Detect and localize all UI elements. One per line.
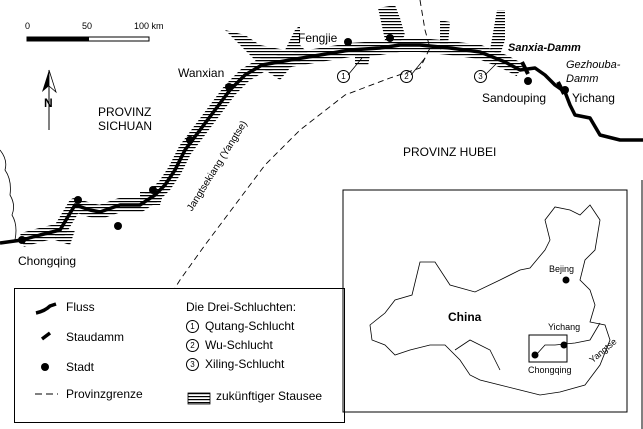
city-dot bbox=[386, 34, 394, 42]
province-sichuan-label: PROVINZ bbox=[98, 105, 152, 119]
north-arrow-icon bbox=[42, 69, 57, 130]
city-dot bbox=[149, 186, 157, 194]
city-dot bbox=[114, 222, 122, 230]
legend-gorge-1: 1 Qutang-Schlucht bbox=[186, 319, 295, 334]
legend-box bbox=[14, 288, 345, 423]
gorge-marker-3: 3 bbox=[474, 70, 487, 83]
gorge-marker-1: 1 bbox=[337, 70, 350, 83]
city-dot-wanxian bbox=[225, 83, 233, 91]
legend-reservoir-icon bbox=[187, 392, 211, 405]
province-hubei-label: PROVINZ HUBEI bbox=[403, 145, 497, 159]
legend-provinzgrenze: Provinzgrenze bbox=[66, 387, 143, 401]
sanxia-dam-label: Sanxia-Damm bbox=[508, 42, 581, 54]
legend-city-icon bbox=[41, 363, 49, 371]
city-label-sandouping: Sandouping bbox=[482, 91, 547, 105]
gorge-name: Qutang-Schlucht bbox=[205, 319, 295, 333]
china-outline bbox=[369, 204, 611, 396]
scale-bar bbox=[26, 36, 150, 42]
gezhouba-dam-label: Gezhouba- bbox=[566, 59, 621, 71]
city-dot-yichang bbox=[561, 86, 569, 94]
sanxia-dam-icon bbox=[520, 61, 530, 75]
city-label-fengjie: Fengjie bbox=[298, 31, 338, 45]
gorge-number: 3 bbox=[186, 358, 199, 372]
western-border bbox=[0, 149, 17, 241]
gorge-name: Wu-Schlucht bbox=[205, 338, 273, 352]
city-dot-sandouping bbox=[524, 77, 532, 85]
scale-label-50: 50 bbox=[82, 21, 93, 31]
scale-label-100: 100 km bbox=[134, 21, 164, 31]
city-dot bbox=[74, 196, 82, 204]
gorge-name: Xiling-Schlucht bbox=[205, 357, 285, 371]
inset-chongqing-label: Chongqing bbox=[528, 365, 572, 375]
inset-beijing-label: Bejing bbox=[549, 264, 575, 274]
city-label-chongqing: Chongqing bbox=[18, 254, 77, 268]
gezhouba-dam-label-2: Damm bbox=[566, 73, 599, 85]
china-inset-map bbox=[342, 189, 628, 413]
legend-gorge-3: 3 Xiling-Schlucht bbox=[186, 357, 285, 372]
scale-label-0: 0 bbox=[25, 21, 31, 31]
legend-staudamm: Staudamm bbox=[66, 330, 125, 344]
inset-yichang-label: Yichang bbox=[548, 322, 581, 332]
legend-dam-icon bbox=[40, 331, 52, 341]
city-dot-fengjie bbox=[344, 38, 352, 46]
city-dots bbox=[18, 34, 569, 244]
legend-stadt: Stadt bbox=[66, 360, 95, 374]
legend-river-icon bbox=[35, 302, 57, 315]
legend-gorge-2: 2 Wu-Schlucht bbox=[186, 338, 273, 353]
legend-gorges-title: Die Drei-Schluchten: bbox=[186, 300, 297, 314]
gorge-marker-2: 2 bbox=[400, 70, 413, 83]
north-label: N bbox=[44, 96, 53, 110]
legend-fluss: Fluss bbox=[66, 300, 95, 314]
legend-symbols bbox=[35, 302, 211, 405]
inset-focus-box bbox=[528, 334, 568, 363]
city-dot-chongqing bbox=[18, 236, 26, 244]
inset-china-label: China bbox=[448, 310, 482, 324]
gorge-number: 2 bbox=[186, 339, 199, 353]
gorge-number: 1 bbox=[186, 320, 199, 334]
city-dot bbox=[186, 136, 194, 144]
gorge-arrows bbox=[347, 57, 497, 76]
legend-stausee: zukünftiger Stausee bbox=[216, 389, 323, 403]
province-sichuan-label-2: SICHUAN bbox=[98, 119, 153, 133]
city-label-yichang: Yichang bbox=[572, 91, 615, 105]
city-label-wanxian: Wanxian bbox=[178, 66, 225, 80]
